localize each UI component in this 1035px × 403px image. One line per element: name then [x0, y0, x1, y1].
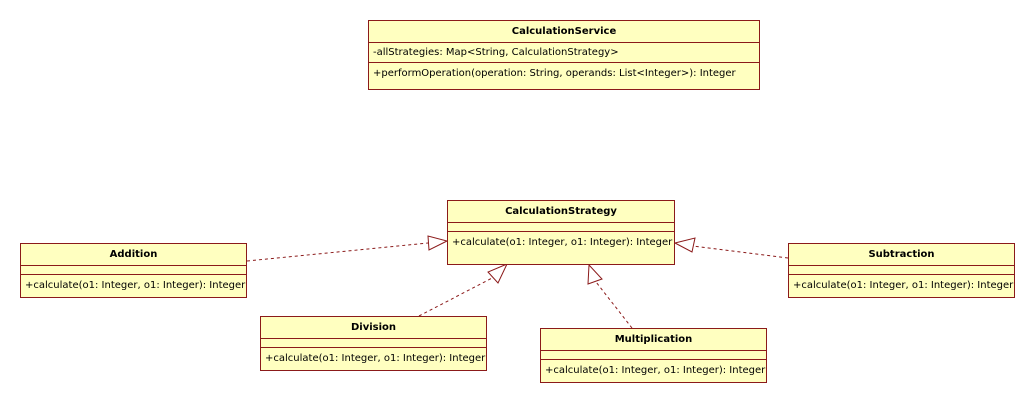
- class-addition[interactable]: Addition +calculate(o1: Integer, o1: Int…: [20, 243, 247, 298]
- attributes-compartment: [789, 266, 1014, 275]
- attributes-compartment: [261, 339, 486, 348]
- class-division[interactable]: Division +calculate(o1: Integer, o1: Int…: [260, 316, 487, 371]
- operation: +calculate(o1: Integer, o1: Integer): In…: [452, 237, 673, 248]
- operation: +calculate(o1: Integer, o1: Integer): In…: [793, 280, 1014, 291]
- realization-arrowhead-addition: [427, 235, 449, 251]
- class-name: Addition: [21, 244, 246, 266]
- class-name: Multiplication: [541, 329, 766, 351]
- class-subtraction[interactable]: Subtraction +calculate(o1: Integer, o1: …: [788, 243, 1015, 298]
- attributes-compartment: [448, 223, 674, 232]
- realization-addition: [246, 235, 449, 262]
- realization-division: [418, 263, 509, 317]
- class-calculation-strategy[interactable]: CalculationStrategy +calculate(o1: Integ…: [447, 200, 675, 265]
- operations-compartment: +calculate(o1: Integer, o1: Integer): In…: [789, 275, 1014, 296]
- realization-multiplication: [587, 263, 633, 329]
- operations-compartment: +calculate(o1: Integer, o1: Integer): In…: [541, 360, 766, 381]
- realization-arrowhead-division: [487, 263, 509, 284]
- realization-line-addition: [246, 242, 429, 262]
- operation: +calculate(o1: Integer, o1: Integer): In…: [25, 280, 246, 291]
- class-name: CalculationStrategy: [448, 201, 674, 223]
- attributes-compartment: [541, 351, 766, 360]
- operations-compartment: +calculate(o1: Integer, o1: Integer): In…: [21, 275, 246, 296]
- class-name: CalculationService: [369, 21, 759, 43]
- realization-line-multiplication: [595, 281, 633, 329]
- realization-arrowhead-multiplication: [587, 263, 603, 285]
- class-name: Subtraction: [789, 244, 1014, 266]
- class-multiplication[interactable]: Multiplication +calculate(o1: Integer, o…: [540, 328, 767, 383]
- realization-arrowhead-subtraction: [673, 237, 696, 253]
- realization-line-division: [418, 276, 495, 317]
- class-calculation-service[interactable]: CalculationService -allStrategies: Map<S…: [368, 20, 760, 90]
- attributes-compartment: -allStrategies: Map<String, CalculationS…: [369, 43, 759, 63]
- realization-subtraction: [673, 237, 789, 259]
- class-name: Division: [261, 317, 486, 339]
- operation: +calculate(o1: Integer, o1: Integer): In…: [265, 353, 486, 364]
- attributes-compartment: [21, 266, 246, 275]
- operations-compartment: +performOperation(operation: String, ope…: [369, 63, 759, 84]
- attribute: -allStrategies: Map<String, CalculationS…: [373, 47, 619, 58]
- operation: +calculate(o1: Integer, o1: Integer): In…: [545, 365, 766, 376]
- operations-compartment: +calculate(o1: Integer, o1: Integer): In…: [448, 232, 674, 253]
- realization-line-subtraction: [692, 245, 789, 259]
- operation: +performOperation(operation: String, ope…: [373, 68, 736, 79]
- operations-compartment: +calculate(o1: Integer, o1: Integer): In…: [261, 348, 486, 369]
